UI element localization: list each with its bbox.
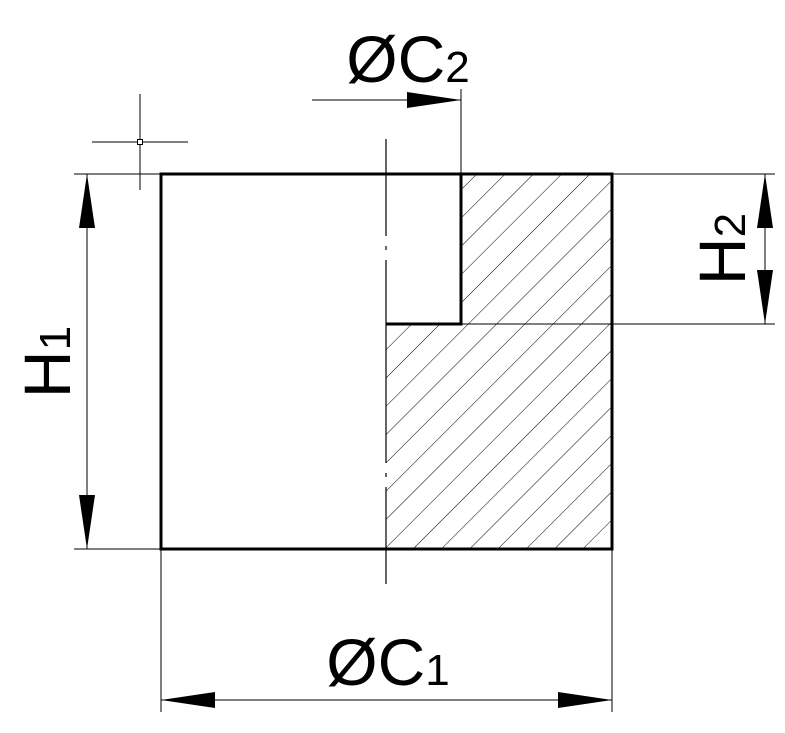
arrow-left-icon (161, 692, 215, 708)
dimension-h2-label: H2 (685, 213, 759, 285)
dimension-h1-label: H1 (10, 326, 84, 398)
dimension-c1-label: ØC1 (326, 625, 449, 699)
section-hatching (386, 174, 612, 549)
dimension-h1: H1 (10, 173, 161, 550)
arrow-down-icon (79, 495, 95, 549)
dimension-c2-label: ØC2 (346, 22, 469, 96)
dimension-c1: ØC1 (160, 549, 613, 712)
bore-outline (386, 174, 463, 326)
dimension-h2: H2 (461, 173, 775, 325)
arrow-right-icon (558, 692, 612, 708)
dimension-c2: ØC2 (312, 22, 470, 174)
arrow-right-icon (407, 92, 461, 108)
arrow-up-icon (757, 174, 773, 228)
crosshair-cursor-icon (92, 94, 188, 190)
arrow-down-icon (757, 270, 773, 324)
arrow-up-icon (79, 174, 95, 228)
